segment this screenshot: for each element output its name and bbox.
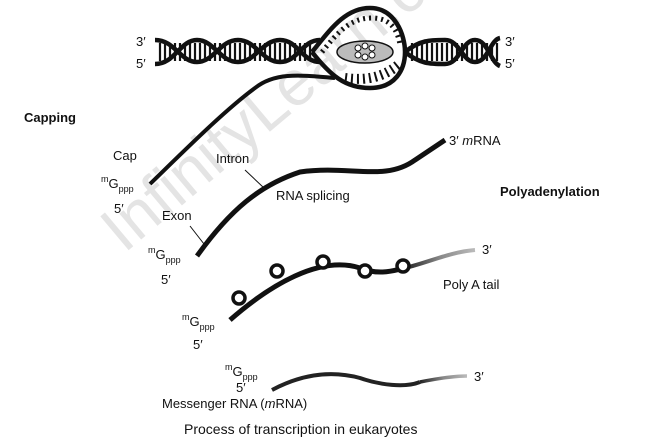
intron-label: Intron [216,151,250,166]
polymerase-subunits [354,42,376,61]
bead [269,263,285,279]
bead [231,290,247,306]
bead [395,258,411,274]
intron-pointer [244,169,265,189]
dna-left-5prime: 5′ [136,56,146,71]
pre-mrna-strand [194,137,447,258]
cap-label: Cap [113,148,137,163]
dna-left-3prime: 3′ [136,34,146,49]
strand2-5prime: 5′ [161,272,171,287]
dna-strand-a [154,37,321,65]
dna-double-helix [154,5,502,91]
mrna-3prime-label: 3′ mRNA [449,133,501,148]
strand3-mgppp-label: mGppp [182,312,215,332]
template-strand-ticks [320,15,403,54]
bead [315,254,331,270]
strand4-5prime: 5′ [236,380,246,395]
dna-right-5prime: 5′ [505,56,515,71]
strand2-mgppp-label: mGppp [148,245,181,265]
primary-transcript-strand [148,73,336,186]
dna-strand-b [154,37,321,67]
cap-mgppp-label: mGppp [101,174,134,194]
transcription-bubble-bottom [310,50,408,91]
exon-label: Exon [162,208,192,223]
mature-mrna-strand [271,372,421,392]
messenger-rna-label: Messenger RNA (mRNA) [162,396,308,411]
rna-splicing-label: RNA splicing [276,188,350,203]
exon-pointer [189,225,205,245]
polyadenylation-label: Polyadenylation [500,184,600,199]
polyadenylated-strand [228,262,406,322]
mature-mrna-tail [419,374,468,384]
dna-strand-b-right [403,37,502,69]
diagram-title: Process of transcription in eukaryotes [184,421,418,437]
transcription-bubble-top [310,5,408,54]
capping-label: Capping [24,110,76,125]
strand3-3prime: 3′ [482,242,492,257]
rna-dna-hybrid-ticks [344,60,402,84]
poly-a-tail-label: Poly A tail [443,277,500,292]
strand1-5prime: 5′ [114,201,124,216]
ribosome-beads [231,254,411,306]
poly-a-tail [404,248,476,270]
strand4-3prime: 3′ [474,369,484,384]
strand4-mgppp-label: mGppp [225,362,258,382]
strand3-5prime: 5′ [193,337,203,352]
bead [357,263,373,279]
dna-right-3prime: 3′ [505,34,515,49]
rna-polymerase [336,40,394,64]
